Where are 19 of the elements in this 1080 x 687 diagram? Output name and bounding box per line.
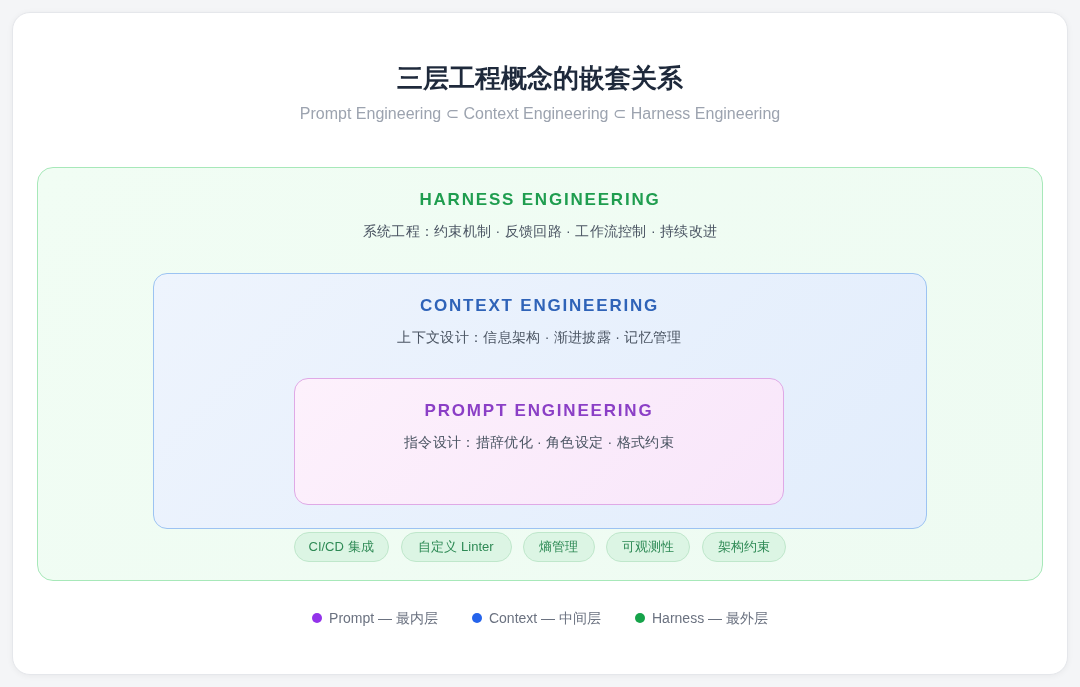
layer-description: 指令设计：措辞优化 · 角色设定 · 格式约束 — [404, 433, 674, 452]
legend-label: Context — 中间层 — [488, 609, 601, 628]
layer-heading: PROMPT ENGINEERING — [424, 400, 654, 422]
subtitle: Prompt Engineering ⊂ Context Engineering ⊂ Harness Engineering — [299, 104, 781, 124]
legend-label: Harness — 最外层 — [652, 609, 768, 628]
tag-pill: 自定义 Linter — [400, 531, 512, 562]
tag-pill: 架构约束 — [701, 531, 786, 562]
layer-description: 上下文设计：信息架构 · 渐进披露 · 记忆管理 — [397, 327, 682, 347]
layer-heading: CONTEXT ENGINEERING — [419, 294, 660, 317]
layer-description: 系统工程：约束机制 · 反馈回路 · 工作流控制 · 持续改进 — [362, 222, 718, 241]
layer-box — [294, 378, 784, 505]
layer-box — [37, 167, 1043, 581]
title: 三层工程概念的嵌套关系 — [397, 62, 683, 94]
layer-heading: HARNESS ENGINEERING — [419, 189, 661, 211]
tag-pill: CI/CD 集成 — [293, 531, 389, 562]
legend-label: Prompt — 最内层 — [329, 609, 438, 628]
tag-pill: 熵管理 — [522, 531, 595, 562]
layer-box — [152, 272, 927, 529]
tag-pill: 可观测性 — [605, 531, 690, 562]
